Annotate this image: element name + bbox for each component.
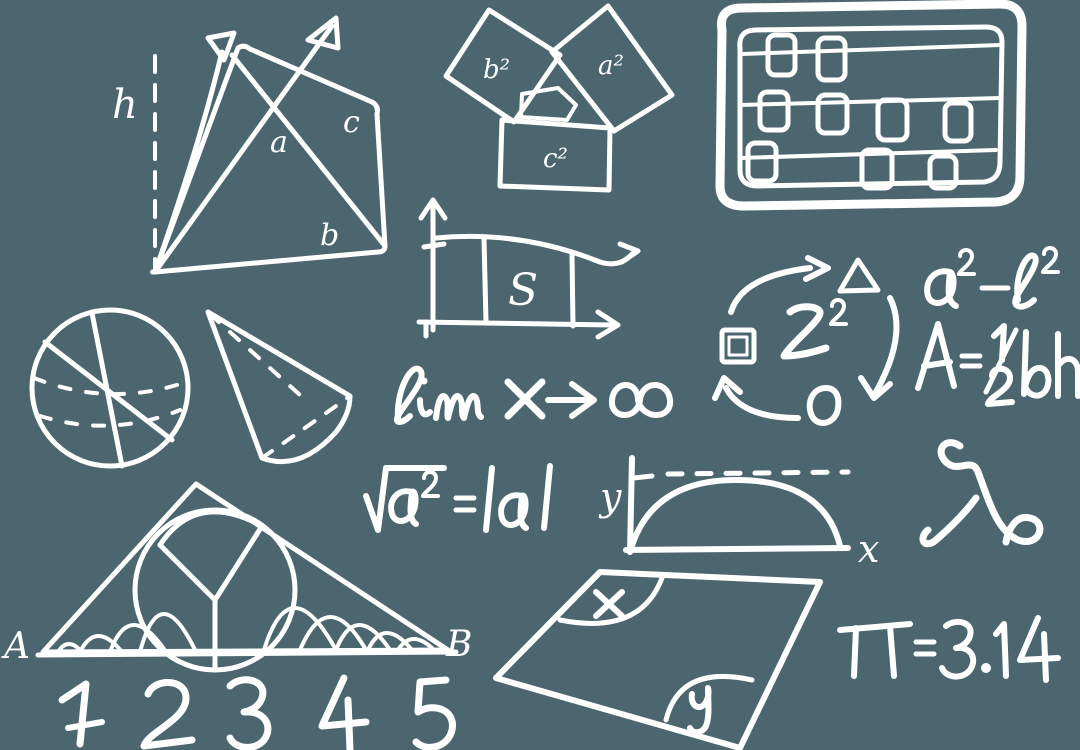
pythagoras-label-a2: a² bbox=[598, 51, 624, 81]
kite-label-b: b bbox=[320, 218, 339, 253]
numeral-3 bbox=[226, 676, 272, 750]
triangle-vertex-label-b: B bbox=[445, 624, 472, 665]
abacus-row-3-beads[interactable] bbox=[745, 140, 959, 191]
abacus-row-2-beads[interactable] bbox=[757, 89, 974, 144]
expression-pi-value bbox=[837, 615, 1061, 683]
expression-triangle-area bbox=[915, 321, 1080, 407]
expression-square-root-identity bbox=[363, 463, 553, 533]
abacus-rod bbox=[738, 43, 1002, 160]
numeral-1 bbox=[58, 680, 105, 748]
numeral-2 bbox=[140, 679, 196, 750]
graph-label-x: x bbox=[858, 527, 879, 571]
figure-triangle-with-inscribed-circle: A B bbox=[1, 481, 472, 673]
numeral-5 bbox=[412, 676, 456, 750]
expression-limit bbox=[394, 365, 673, 425]
kite-label-c: c bbox=[343, 105, 360, 140]
pythagoras-label-c2: c² bbox=[543, 144, 568, 174]
figure-area-under-curve: S bbox=[416, 197, 641, 340]
figure-abacus bbox=[715, 0, 1027, 211]
numeral-4 bbox=[318, 674, 370, 750]
expression-difference-of-squares bbox=[924, 246, 1060, 310]
figure-semicircle-function-graph: y x bbox=[598, 455, 879, 571]
kite-label-h: h bbox=[112, 82, 138, 128]
kite-label-a: a bbox=[270, 125, 288, 160]
figure-shape-transformation-cycle bbox=[712, 255, 900, 426]
triangle-vertex-label-a: A bbox=[1, 626, 30, 667]
figure-pythagorean-theorem-squares: b² a² c² bbox=[443, 3, 675, 193]
figure-quadrilateral-with-diagonal-arrows: h a c b bbox=[112, 15, 388, 275]
triangle-arc-decorations-left bbox=[56, 612, 198, 654]
triangle-arc-decorations-right bbox=[262, 606, 436, 652]
figure-circle-with-sectors bbox=[29, 307, 191, 469]
figure-parallelogram-with-angles bbox=[493, 569, 823, 750]
abacus-row-1-beads[interactable] bbox=[765, 32, 848, 83]
symbol-lambda bbox=[919, 439, 1044, 548]
pythagoras-label-b2: b² bbox=[483, 55, 510, 85]
graph-label-y: y bbox=[598, 475, 622, 519]
figure-cone bbox=[205, 309, 353, 465]
figure-handwritten-numerals bbox=[58, 674, 456, 750]
area-label-s: S bbox=[508, 265, 538, 316]
